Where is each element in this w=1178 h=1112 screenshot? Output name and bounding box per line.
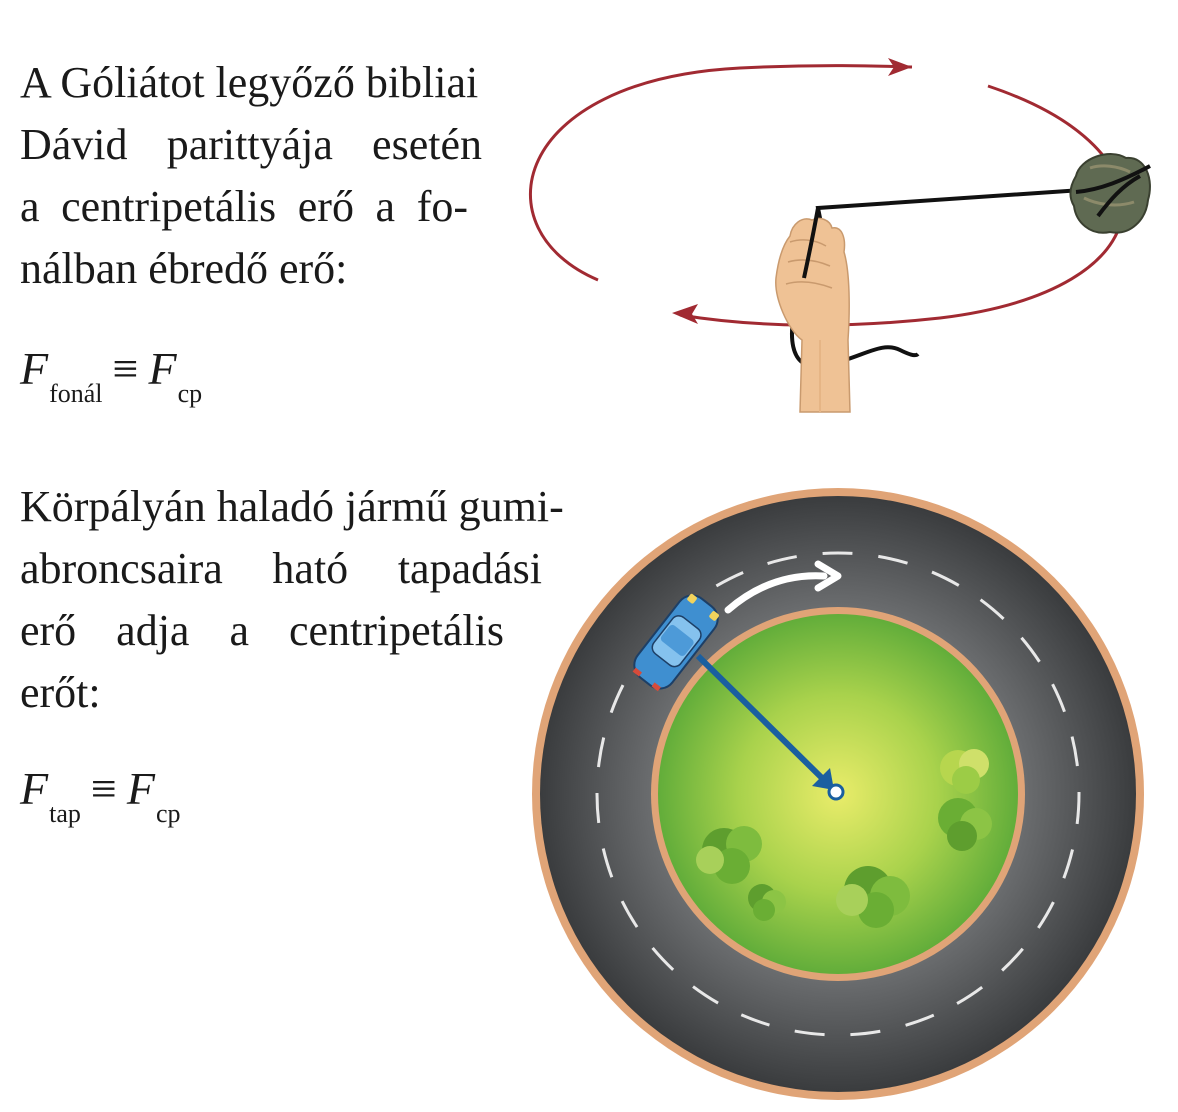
sling-formula: Ffonál≡Fcp [20,342,202,408]
sling-line: Dávid parittyája esetén [20,120,482,169]
formula-subscript: tap [49,799,81,828]
sling-line: a centripetális erő a fo- [20,182,468,231]
bush-icon [748,884,786,921]
formula-subscript: fonál [49,379,103,408]
orbit-arrowhead [888,58,912,76]
stone-icon [1069,153,1151,234]
track-formula: Ftap≡Fcp [20,762,180,828]
sling-illustration [529,58,1151,413]
track-center-point [827,783,845,801]
hand-icon [775,217,851,413]
track-line: erő adja a centripetális [20,606,504,655]
bush-icon [940,749,989,794]
sling-line: A Góliátot legyőző bibliai [20,58,479,107]
sling-cord-tail [790,277,920,369]
track-line: erőt: [20,668,101,717]
sling-cord [815,188,1083,229]
formula-variable: F [20,343,49,394]
track-paragraph: Körpályán haladó jármű gumi- abroncsaira… [20,476,620,724]
circular-track-illustration [532,488,1144,1100]
track-line: Körpályán haladó jármű gumi- [20,482,564,531]
velocity-arrow [724,572,828,614]
sling-cord-through-hand [802,207,820,279]
car-icon [632,593,719,692]
formula-subscript: cp [177,379,203,408]
orbit-arrowhead [672,304,698,324]
formula-variable: F [20,763,49,814]
formula-operator: ≡ [112,343,139,394]
formula-subscript: cp [155,799,181,828]
orbit-arc [529,64,913,282]
track-lane-marking [595,551,1081,1037]
sling-paragraph: A Góliátot legyőző bibliai Dávid paritty… [20,52,520,300]
sling-line: nálban ébredő erő: [20,244,348,293]
velocity-arrowhead [814,560,842,592]
bush-icon [836,866,910,928]
bush-icon [696,826,762,884]
orbit-arc [679,84,1125,327]
formula-operator: ≡ [90,763,117,814]
formula-variable: F [126,763,155,814]
force-arrow [695,653,827,783]
bush-icon [938,798,992,851]
force-arrowhead [812,768,834,790]
formula-variable: F [148,343,177,394]
track-line: abroncsaira ható tapadási [20,544,542,593]
